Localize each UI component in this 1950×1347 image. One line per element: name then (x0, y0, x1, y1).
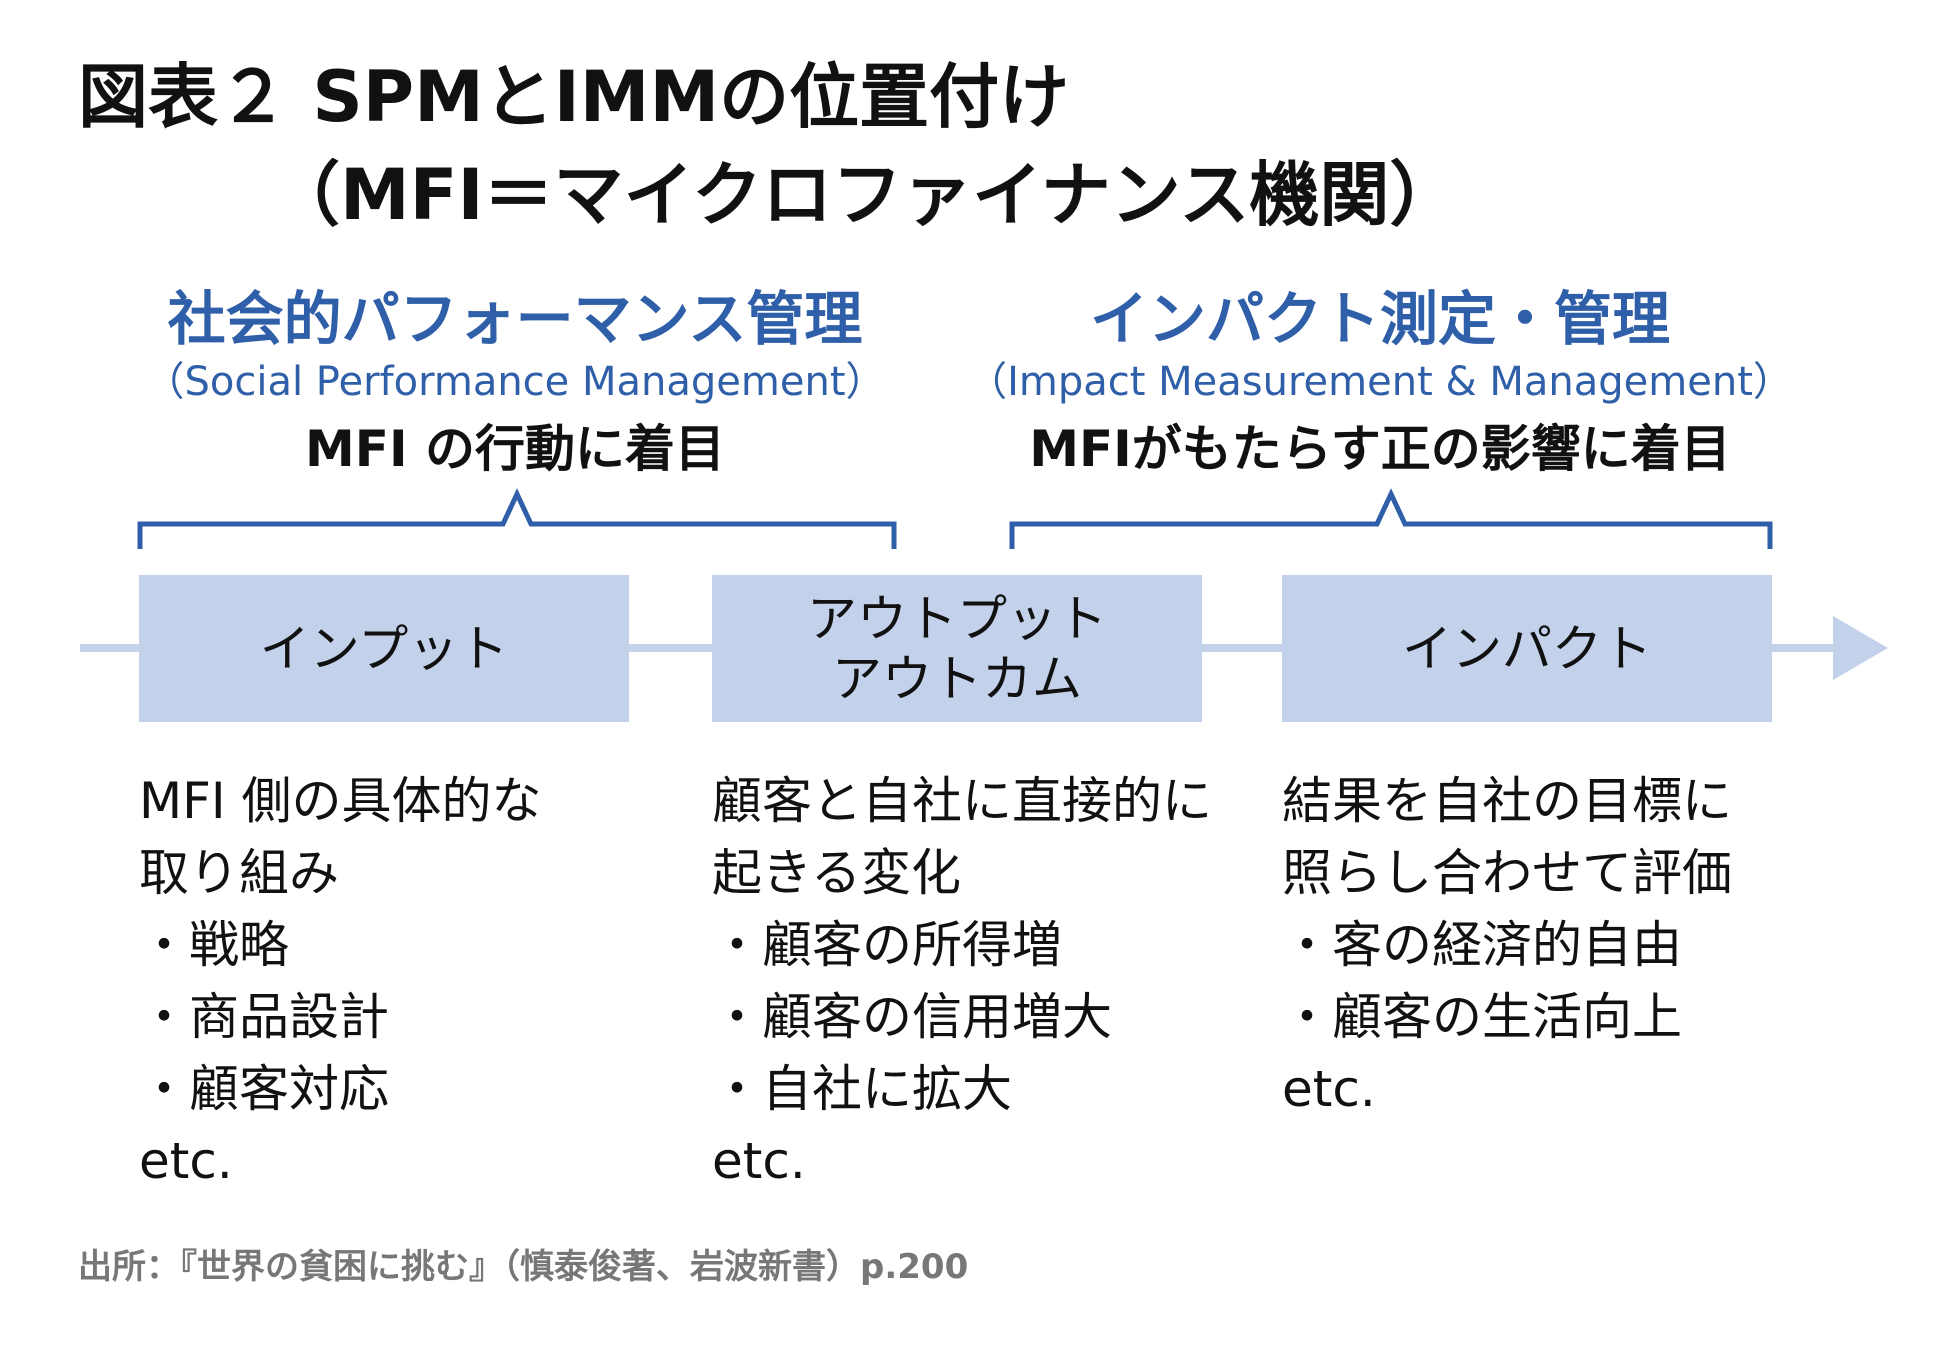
input-description: MFI 側の具体的な 取り組み ・戦略 ・商品設計 ・顧客対応 etc. (139, 765, 542, 1197)
desc-line: ・客の経済的自由 (1282, 916, 1682, 974)
spm-focus: MFI の行動に着目 (305, 420, 725, 478)
spm-bracket (137, 488, 897, 549)
desc-line: etc. (712, 1132, 806, 1190)
desc-line: ・戦略 (139, 916, 289, 974)
desc-line: 結果を自社の目標に (1282, 772, 1732, 830)
desc-line: 顧客と自社に直接的に (712, 772, 1212, 830)
spm-english: （Social Performance Management） (144, 359, 886, 405)
flow-arrow-head (1833, 616, 1888, 680)
desc-line: ・自社に拡大 (712, 1060, 1012, 1118)
impact-description: 結果を自社の目標に 照らし合わせて評価 ・客の経済的自由 ・顧客の生活向上 et… (1282, 765, 1732, 1125)
stage-label: アウトプット (807, 589, 1107, 648)
stage-box-input: インプット (139, 575, 629, 722)
title-line-1: 図表２ SPMとIMMの位置付け (78, 56, 1070, 138)
imm-bracket (1009, 488, 1773, 549)
desc-line: ・顧客の所得増 (712, 916, 1062, 974)
desc-line: 取り組み (139, 844, 339, 902)
desc-line: ・顧客の生活向上 (1282, 988, 1682, 1046)
desc-line: 照らし合わせて評価 (1282, 844, 1732, 902)
desc-line: ・顧客の信用増大 (712, 988, 1112, 1046)
desc-line: ・商品設計 (139, 988, 389, 1046)
source-note: 出所：『世界の貧困に挑む』（慎泰俊著、岩波新書）p.200 (78, 1247, 969, 1287)
imm-heading: インパクト測定・管理 (1089, 285, 1670, 353)
stage-label: インパクト (1402, 619, 1652, 678)
spm-heading: 社会的パフォーマンス管理 (167, 285, 863, 353)
imm-focus: MFIがもたらす正の影響に着目 (1029, 420, 1731, 478)
desc-line: etc. (1282, 1060, 1376, 1118)
desc-line: ・顧客対応 (139, 1060, 389, 1118)
imm-english: （Impact Measurement & Management） (967, 359, 1793, 405)
stage-box-output-outcome: アウトプット アウトカム (712, 575, 1202, 722)
title-line-2: （MFI＝マイクロファイナンス機関） (270, 154, 1460, 236)
stage-label: アウトカム (832, 649, 1082, 708)
stage-label: インプット (259, 619, 509, 678)
desc-line: etc. (139, 1132, 233, 1190)
desc-line: 起きる変化 (712, 844, 961, 902)
desc-line: MFI 側の具体的な (139, 772, 542, 830)
stage-box-impact: インパクト (1282, 575, 1772, 722)
output-outcome-description: 顧客と自社に直接的に 起きる変化 ・顧客の所得増 ・顧客の信用増大 ・自社に拡大… (712, 765, 1212, 1197)
